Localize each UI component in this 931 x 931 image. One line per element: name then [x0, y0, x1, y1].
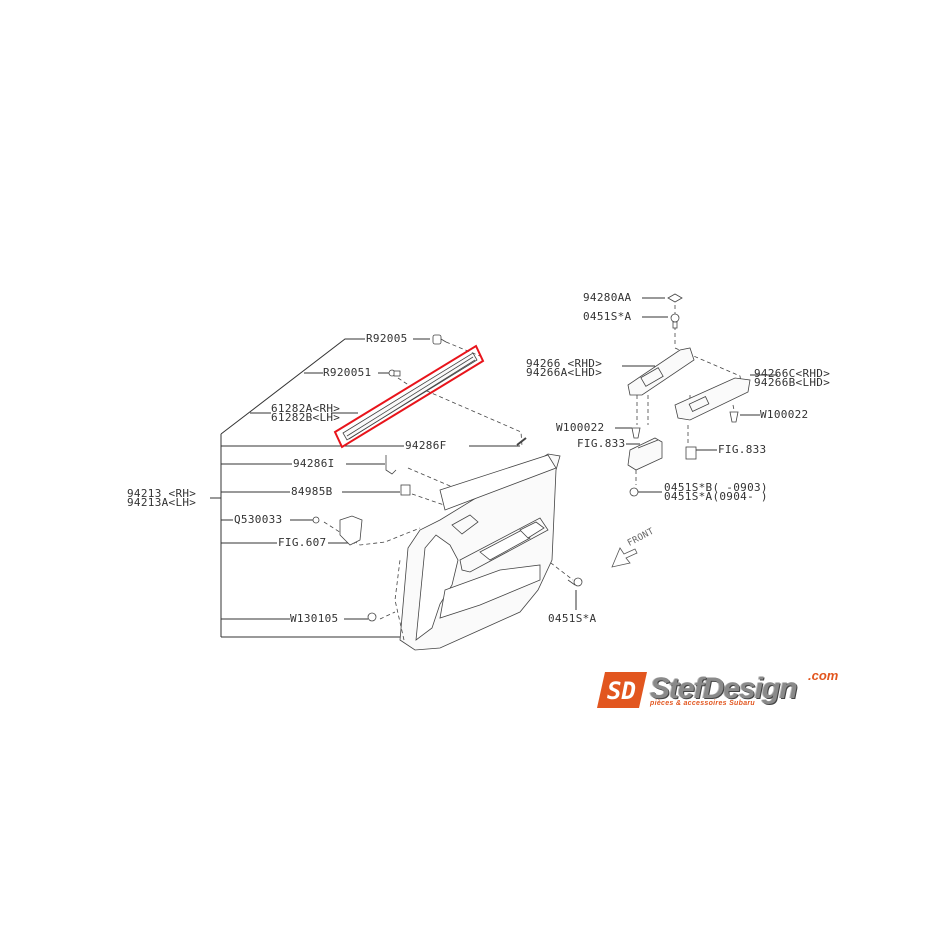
label-0451s-range: 0451S*B( -0903) 0451S*A(0904- ) [664, 481, 768, 503]
label-61282: 61282A<RH> 61282B<LH> [271, 402, 341, 424]
label-0451s-a-bottom: 0451S*A [548, 612, 597, 625]
logo-mark-text: SD [607, 677, 636, 705]
label-94286f: 94286F [405, 439, 447, 452]
logo-domain: .com [808, 668, 839, 683]
label-94266c: 94266C<RHD> 94266B<LHD> [754, 367, 831, 389]
label-w100022-left: W100022 [556, 421, 605, 434]
label-0451s-a-top: 0451S*A [583, 310, 632, 323]
label-r92005: R92005 [366, 332, 408, 345]
highlight-box [333, 344, 485, 449]
label-w100022-right: W100022 [760, 408, 809, 421]
logo-tagline: pièces & accessoires Subaru [650, 700, 755, 707]
label-r920051: R920051 [323, 366, 372, 379]
stefdesign-logo-mark: SD [597, 672, 647, 708]
label-q530033: Q530033 [234, 513, 283, 526]
label-94280aa: 94280AA [583, 291, 632, 304]
label-fig833-left: FIG.833 [577, 437, 626, 450]
label-fig607: FIG.607 [278, 536, 327, 549]
label-w130105: W130105 [290, 612, 339, 625]
label-fig833-right: FIG.833 [718, 443, 767, 456]
label-94213: 94213 <RH> 94213A<LH> [127, 487, 197, 509]
label-84985b: 84985B [291, 485, 333, 498]
label-94286i: 94286I [293, 457, 335, 470]
logo-name: StefDesign [650, 672, 798, 705]
label-94266: 94266 <RHD> 94266A<LHD> [526, 357, 603, 379]
